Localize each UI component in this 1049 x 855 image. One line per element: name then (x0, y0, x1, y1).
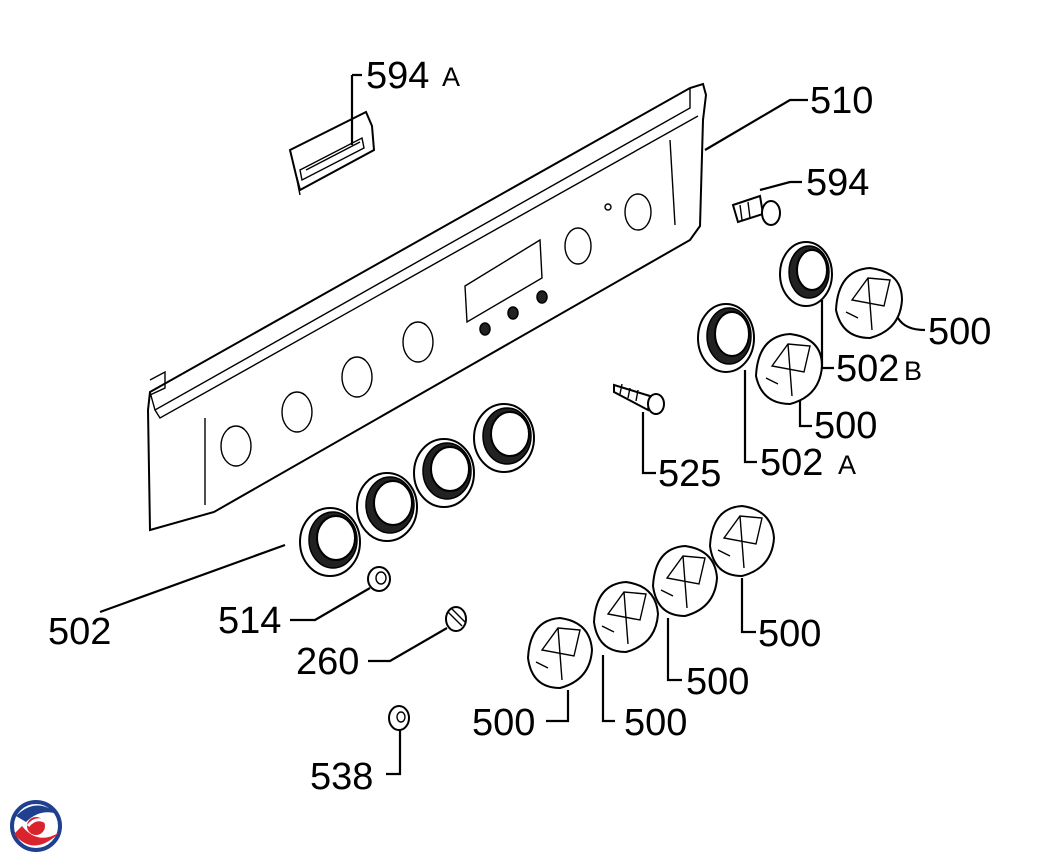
label-500-middle: 500 (814, 405, 877, 447)
screw-525 (613, 383, 665, 415)
knob-500-middle-right (754, 332, 824, 406)
bracket-594a (288, 110, 376, 196)
label-525: 525 (658, 453, 721, 495)
bezel-rings-502 (299, 403, 535, 577)
label-594a-number: 594 (366, 55, 429, 97)
label-502b-number: 502 (836, 348, 899, 390)
label-502b-suffix: B (904, 356, 922, 386)
label-260: 260 (296, 641, 359, 683)
bezel-ring-502b (779, 241, 833, 307)
bezel-ring (356, 472, 418, 542)
switch-pin-594 (731, 194, 781, 226)
brand-logo-icon (10, 800, 62, 852)
nut-514 (367, 566, 391, 592)
control-panel-510 (146, 82, 708, 532)
label-594: 594 (806, 162, 869, 204)
label-510: 510 (810, 80, 873, 122)
label-500-top: 500 (928, 311, 991, 353)
nut-538 (388, 705, 410, 731)
label-514: 514 (218, 600, 281, 642)
label-500-bottom-1: 500 (472, 702, 535, 744)
bezel-ring (299, 507, 361, 577)
part-labels: 594 A 510 594 500 502 B 500 525 502 A 50… (48, 55, 991, 798)
knob-500-bottom-1 (526, 616, 594, 690)
knob-500-bottom-4 (708, 504, 776, 578)
bezel-ring (413, 438, 475, 508)
label-538: 538 (310, 756, 373, 798)
bezel-ring-502a (697, 303, 755, 373)
label-502: 502 (48, 611, 111, 653)
knob-500-bottom-2 (592, 580, 660, 654)
label-502a-suffix: A (838, 450, 856, 480)
label-500-bottom-4: 500 (758, 613, 821, 655)
knob-500-bottom-3 (651, 544, 719, 618)
knob-500-top-right (834, 266, 904, 340)
label-502a-number: 502 (760, 442, 823, 484)
bezel-ring (473, 403, 535, 473)
leader-lines (99, 73, 926, 776)
label-594a-suffix: A (442, 62, 460, 92)
spring-260 (445, 606, 467, 632)
label-500-bottom-2: 500 (624, 702, 687, 744)
label-500-bottom-3: 500 (686, 661, 749, 703)
